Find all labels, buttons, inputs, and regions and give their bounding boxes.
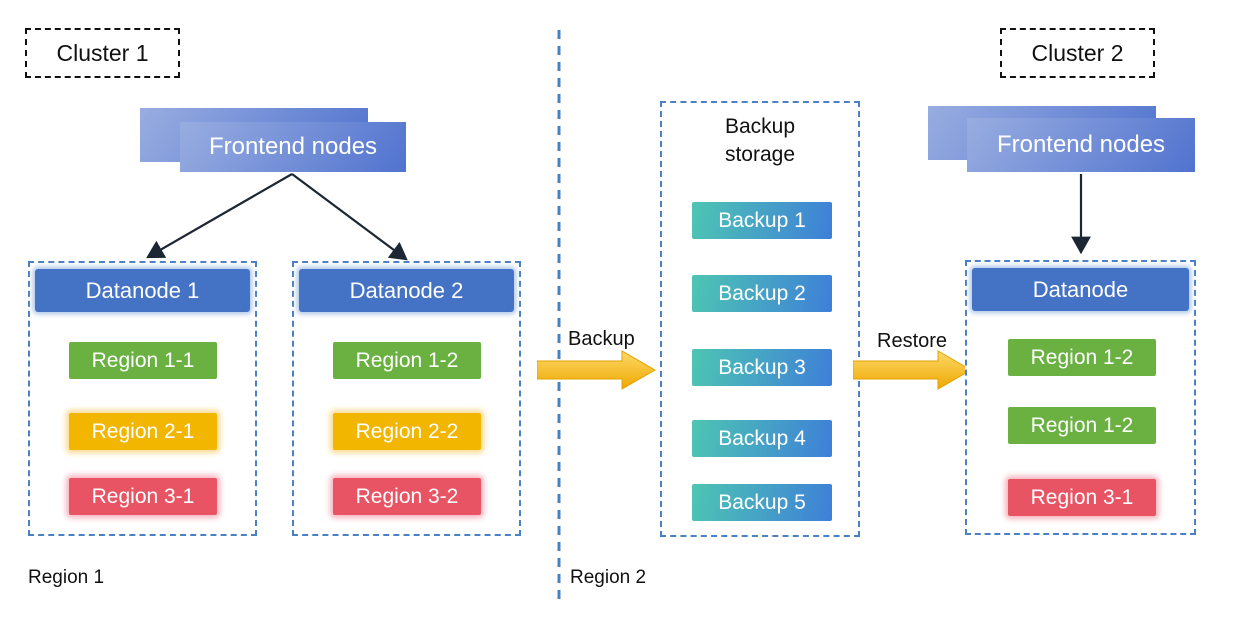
backup-storage-box: Backup storage Backup 1 Backup 2 Backup … (660, 101, 860, 537)
restore-arrow-icon (853, 350, 973, 390)
backup-item: Backup 2 (692, 275, 832, 312)
region-chip: Region 3-1 (1008, 479, 1156, 516)
backup-item: Backup 1 (692, 202, 832, 239)
region-chip-label: Region 3-2 (355, 484, 459, 508)
region-chip: Region 2-2 (333, 413, 481, 450)
region-chip-label: Region 3-1 (1030, 485, 1134, 509)
datanode2-header: Datanode 2 (299, 269, 514, 312)
down-arrow-icon (1071, 174, 1091, 255)
region-chip-label: Region 1-1 (91, 348, 195, 372)
backup-item: Backup 3 (692, 349, 832, 386)
region-chip: Region 1-2 (1008, 339, 1156, 376)
backup-item: Backup 4 (692, 420, 832, 457)
region-chip-label: Region 3-1 (91, 484, 195, 508)
cluster2-label-box: Cluster 2 (1000, 28, 1155, 78)
fanout-arrow-icon (146, 173, 408, 261)
region-chip-label: Region 1-2 (1030, 413, 1134, 437)
region2-footer-label: Region 2 (570, 567, 647, 588)
cluster2-label: Cluster 2 (1031, 39, 1124, 66)
region-chip: Region 2-1 (69, 413, 217, 450)
region-divider-line (557, 30, 561, 602)
region-chip-label: Region 2-1 (91, 419, 195, 443)
frontend-nodes-panel: Frontend nodes (967, 118, 1195, 172)
region-chip: Region 1-2 (1008, 407, 1156, 444)
region-chip: Region 3-1 (69, 478, 217, 515)
region-chip: Region 1-2 (333, 342, 481, 379)
datanode1-title: Datanode 1 (85, 277, 200, 303)
frontend-nodes-panel: Frontend nodes (180, 122, 406, 172)
backup-flow-label: Backup (568, 328, 635, 350)
datanode1-header: Datanode 1 (35, 269, 250, 312)
frontend-nodes-label: Frontend nodes (996, 131, 1166, 158)
region1-footer-label: Region 1 (28, 567, 105, 588)
backup-item: Backup 5 (692, 484, 832, 521)
region-chip-label: Region 1-2 (355, 348, 459, 372)
cluster1-label: Cluster 1 (56, 39, 149, 66)
cluster2-datanode-header: Datanode (972, 268, 1189, 311)
backup-arrow-icon (537, 350, 657, 390)
frontend-nodes-label: Frontend nodes (208, 133, 378, 160)
cluster2-datanode-box: Datanode Region 1-2 Region 1-2 Region 3-… (965, 260, 1196, 535)
cluster1-label-box: Cluster 1 (25, 28, 180, 78)
datanode2-box: Datanode 2 Region 1-2 Region 2-2 Region … (292, 261, 521, 536)
backup-storage-title: Backup storage (724, 115, 796, 167)
restore-flow-label: Restore (877, 330, 948, 352)
region-chip-label: Region 2-2 (355, 419, 459, 443)
datanode1-box: Datanode 1 Region 1-1 Region 2-1 Region … (28, 261, 257, 536)
cluster2-datanode-title: Datanode (1032, 276, 1129, 302)
datanode2-title: Datanode 2 (349, 277, 464, 303)
region-chip: Region 1-1 (69, 342, 217, 379)
region-chip-label: Region 1-2 (1030, 345, 1134, 369)
region-chip: Region 3-2 (333, 478, 481, 515)
